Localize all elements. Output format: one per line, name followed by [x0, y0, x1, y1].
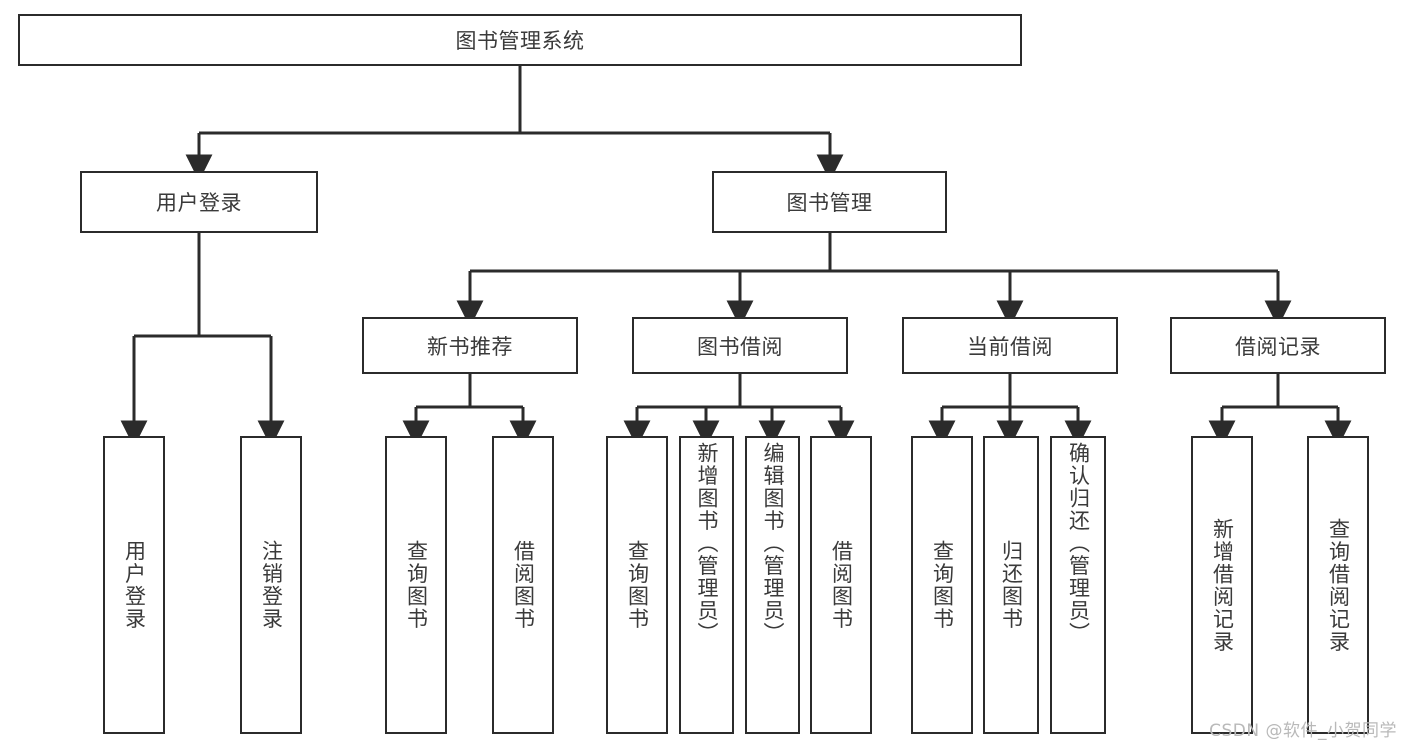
- leaf-borrow-book-recommend[interactable]: 借阅图书: [492, 436, 554, 734]
- leaf-query-book-borrow[interactable]: 查询图书: [606, 436, 668, 734]
- node-label: 归还图书: [999, 540, 1024, 630]
- node-book-borrow[interactable]: 图书借阅: [632, 317, 848, 374]
- node-label: 查询图书: [930, 540, 955, 630]
- node-borrow-record[interactable]: 借阅记录: [1170, 317, 1386, 374]
- leaf-confirm-return-admin[interactable]: 确认归还（管理员）: [1050, 436, 1106, 734]
- node-label: 当前借阅: [967, 334, 1053, 359]
- node-label: 图书借阅: [697, 334, 783, 359]
- node-label: 用户登录: [122, 540, 147, 630]
- leaf-edit-book-admin[interactable]: 编辑图书（管理员）: [745, 436, 800, 734]
- node-book-management[interactable]: 图书管理: [712, 171, 947, 233]
- node-label: 查询借阅记录: [1326, 517, 1351, 653]
- node-user-login[interactable]: 用户登录: [80, 171, 318, 233]
- node-label: 查询图书: [625, 540, 650, 630]
- leaf-query-borrow-record[interactable]: 查询借阅记录: [1307, 436, 1369, 734]
- leaf-add-book-admin[interactable]: 新增图书（管理员）: [679, 436, 734, 734]
- node-new-book-recommend[interactable]: 新书推荐: [362, 317, 578, 374]
- node-label: 图书管理系统: [455, 29, 585, 53]
- node-label: 借阅图书: [829, 540, 854, 630]
- leaf-add-borrow-record[interactable]: 新增借阅记录: [1191, 436, 1253, 734]
- leaf-query-book-recommend[interactable]: 查询图书: [385, 436, 447, 734]
- node-root-system[interactable]: 图书管理系统: [18, 14, 1022, 66]
- node-label: 借阅图书: [511, 540, 536, 630]
- node-label: 借阅记录: [1235, 334, 1321, 359]
- leaf-query-book-current[interactable]: 查询图书: [911, 436, 973, 734]
- node-label: 编辑图书（管理员）: [760, 442, 785, 645]
- leaf-logout[interactable]: 注销登录: [240, 436, 302, 734]
- node-label: 注销登录: [259, 540, 284, 630]
- node-label: 新增图书（管理员）: [694, 442, 719, 645]
- leaf-user-login[interactable]: 用户登录: [103, 436, 165, 734]
- node-label: 新书推荐: [427, 334, 513, 359]
- node-current-borrow[interactable]: 当前借阅: [902, 317, 1118, 374]
- node-label: 用户登录: [156, 191, 242, 215]
- node-label: 图书管理: [786, 191, 873, 215]
- leaf-borrow-book[interactable]: 借阅图书: [810, 436, 872, 734]
- leaf-return-book[interactable]: 归还图书: [983, 436, 1039, 734]
- node-label: 确认归还（管理员）: [1066, 442, 1091, 645]
- node-label: 查询图书: [404, 540, 429, 630]
- node-label: 新增借阅记录: [1210, 517, 1235, 653]
